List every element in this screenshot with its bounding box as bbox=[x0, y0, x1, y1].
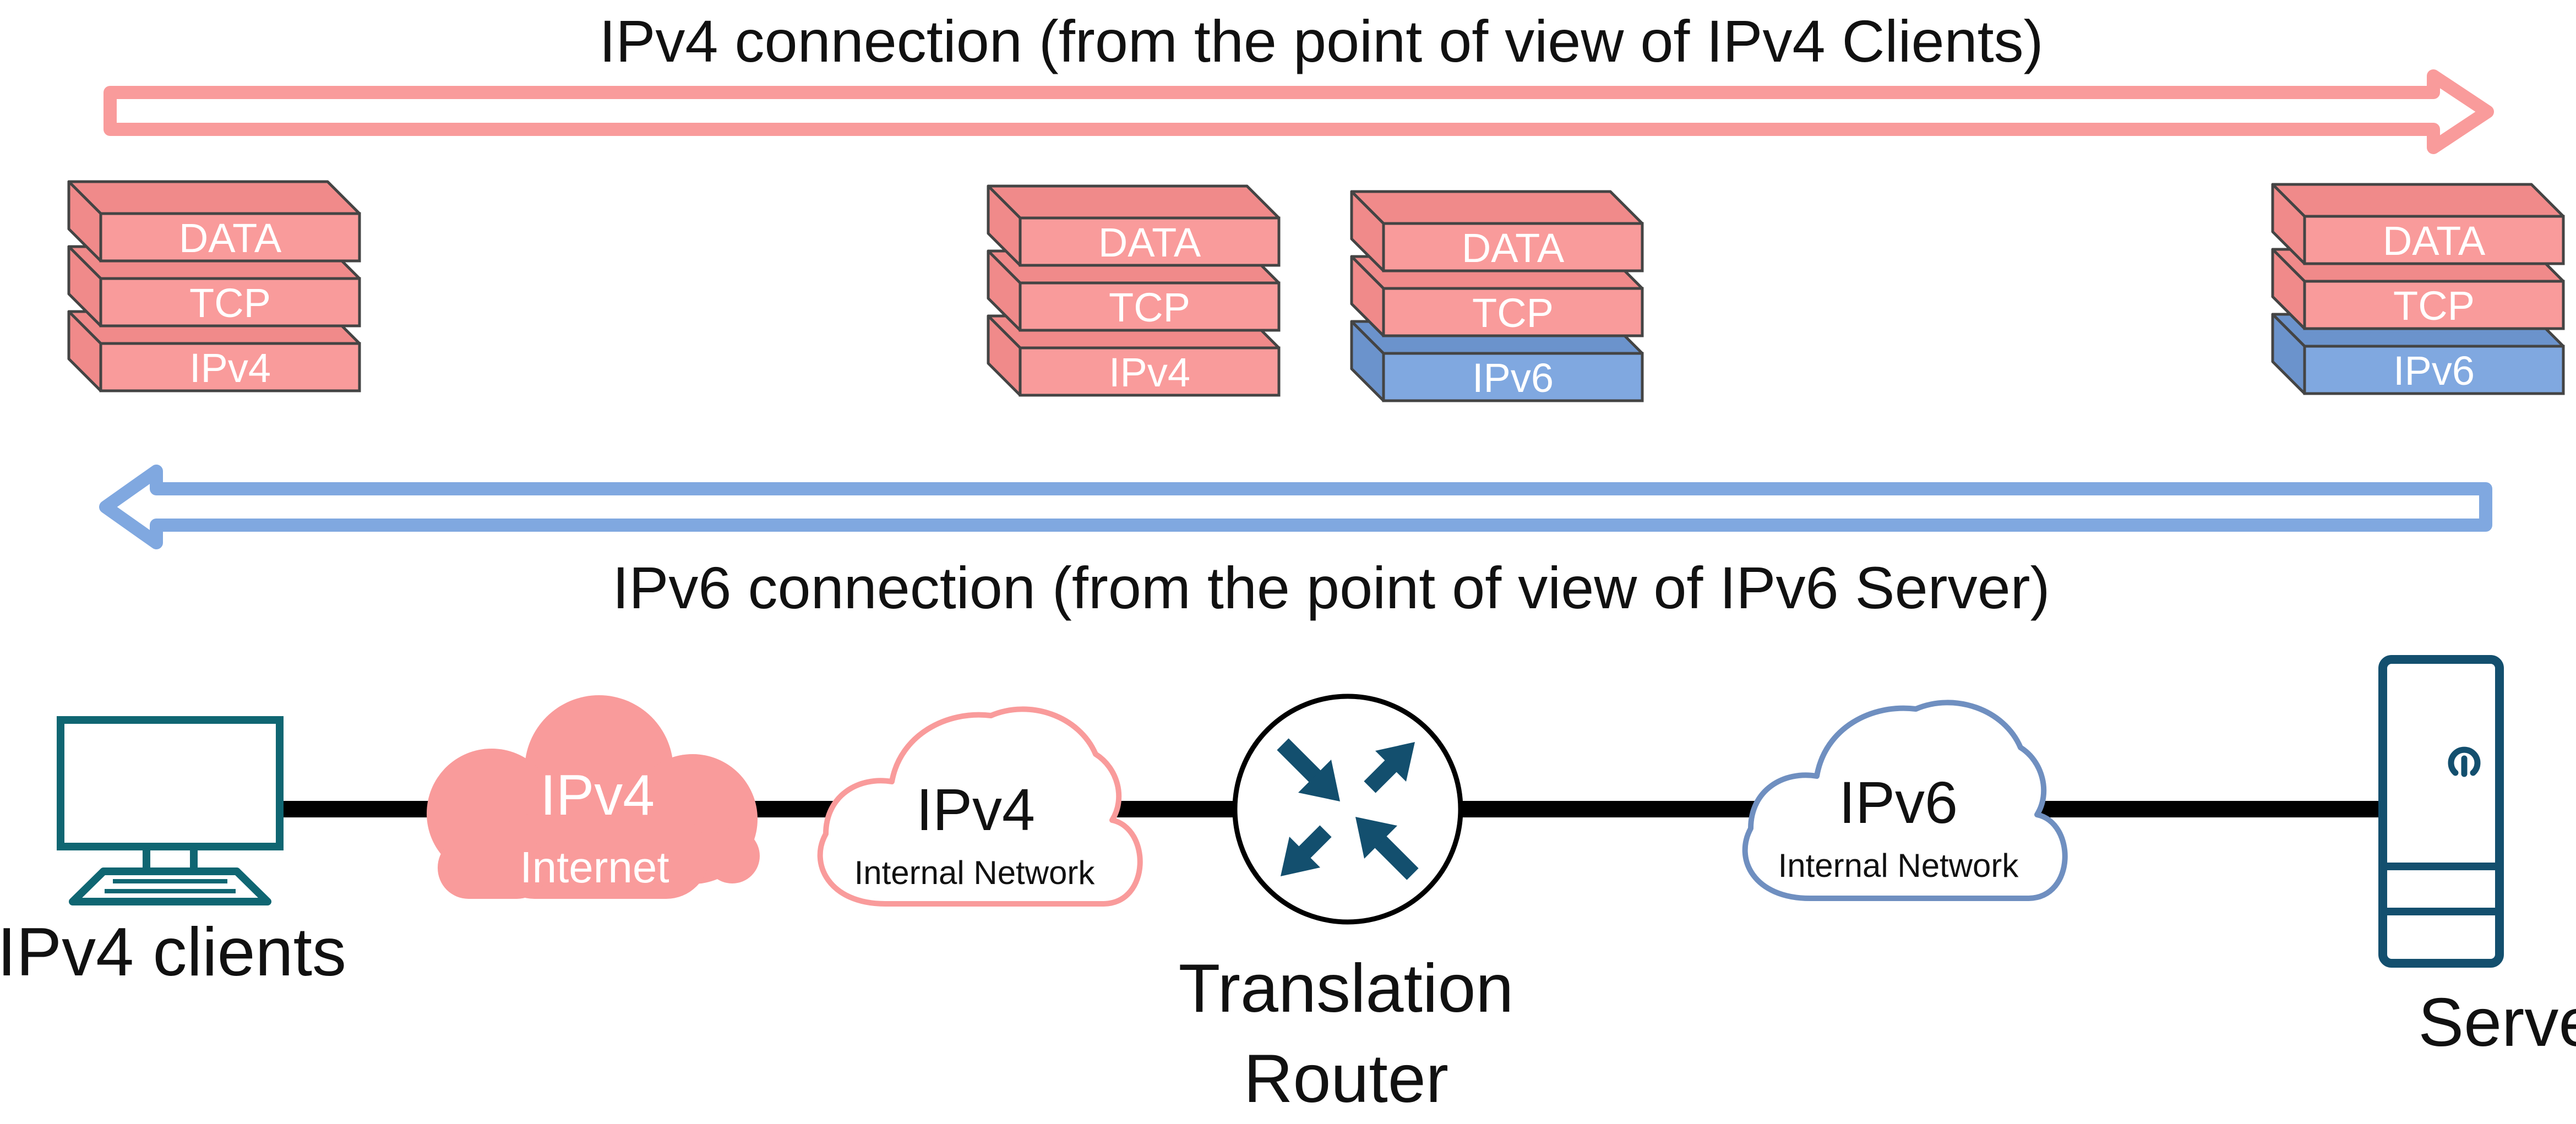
packet-layer-label: TCP bbox=[189, 280, 271, 326]
ipv6-internal-subtitle: Internal Network bbox=[1778, 847, 2019, 884]
ipv4-internal-subtitle: Internal Network bbox=[854, 854, 1096, 891]
packet-stack-1: IPv4 TCP DATA bbox=[67, 180, 361, 392]
server-label: Server bbox=[2418, 985, 2576, 1061]
ipv4-internal-network-cloud: IPv4 Internal Network bbox=[817, 706, 1143, 907]
packet-layer-data: DATA bbox=[1350, 190, 1644, 272]
computer-icon bbox=[57, 716, 284, 905]
packet-layer-label: DATA bbox=[1462, 225, 1565, 271]
ipv4-internet-cloud: IPv4 Internet bbox=[427, 695, 760, 899]
ipv6-connection-caption: IPv6 connection (from the point of view … bbox=[612, 554, 2050, 621]
ipv4-internet-subtitle: Internet bbox=[520, 843, 669, 892]
ipv4-clients-label: IPv4 clients bbox=[0, 914, 346, 990]
router-icon bbox=[1232, 694, 1463, 925]
packet-layer-label: IPv6 bbox=[2393, 348, 2475, 394]
packet-layer-label: IPv6 bbox=[1472, 355, 1554, 401]
packet-layer-label: IPv4 bbox=[1109, 350, 1190, 395]
packet-layer-label: TCP bbox=[2393, 283, 2475, 329]
ipv4-connection-arrow bbox=[104, 69, 2494, 154]
packet-stacks: IPv4 TCP DATA IPv4 TCP DATA IPv6 TCP DATA IPv6 TCP… bbox=[67, 180, 2565, 402]
server-icon bbox=[2378, 655, 2504, 968]
packet-layer-label: DATA bbox=[179, 215, 282, 261]
ipv4-internet-title: IPv4 bbox=[540, 763, 655, 827]
packet-layer-label: IPv4 bbox=[189, 345, 271, 391]
router-label-line1: Translation bbox=[1179, 951, 1514, 1027]
ipv4-connection-caption: IPv4 connection (from the point of view … bbox=[599, 8, 2043, 74]
ipv4-internal-title: IPv4 bbox=[916, 776, 1035, 843]
packet-layer-label: DATA bbox=[2383, 218, 2486, 264]
packet-stack-2: IPv4 TCP DATA bbox=[987, 184, 1281, 397]
packet-layer-data: DATA bbox=[67, 180, 361, 263]
packet-layer-data: DATA bbox=[987, 184, 1281, 267]
ipv6-internal-network-cloud: IPv6 Internal Network bbox=[1742, 700, 2068, 901]
router-label-line2: Router bbox=[1244, 1041, 1448, 1117]
packet-layer-label: TCP bbox=[1472, 290, 1554, 336]
packet-stack-3: IPv6 TCP DATA bbox=[1350, 190, 1644, 402]
ipv6-connection-arrow bbox=[99, 465, 2492, 549]
packet-layer-data: DATA bbox=[2271, 183, 2565, 265]
packet-layer-label: DATA bbox=[1098, 220, 1201, 265]
packet-stack-4: IPv6 TCP DATA bbox=[2271, 183, 2565, 395]
ipv6-internal-title: IPv6 bbox=[1839, 769, 1958, 836]
packet-layer-label: TCP bbox=[1109, 285, 1190, 330]
